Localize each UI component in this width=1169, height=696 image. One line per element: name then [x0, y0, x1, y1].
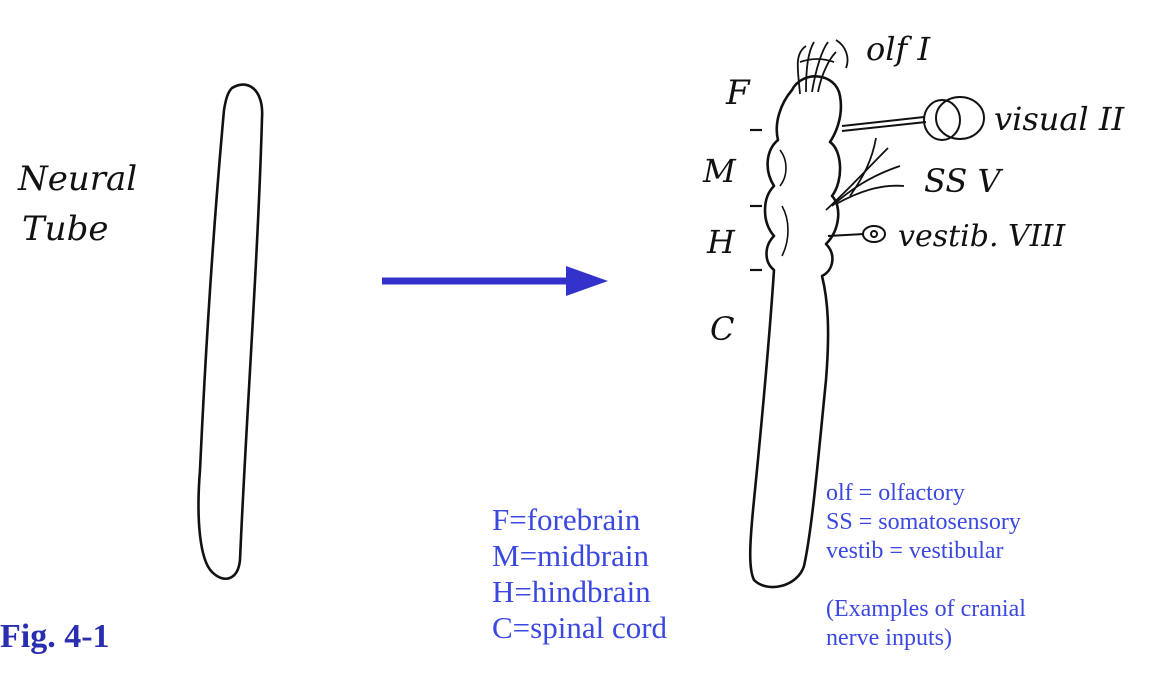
legend-olfactory: olf = olfactory: [826, 479, 1026, 508]
neural-tube-label-line1: Neural: [17, 159, 137, 199]
hindbrain-inner-curve: [782, 206, 788, 256]
vestibular-nerve-label: vestib. VIII: [898, 219, 1066, 254]
somatosensory-nerve-sketch: [826, 138, 904, 210]
olfactory-nerve-label: olf I: [866, 30, 932, 68]
region-legend: F=forebrain M=midbrain H=hindbrain C=spi…: [492, 502, 667, 646]
note-line2: nerve inputs): [826, 624, 1026, 653]
somatosensory-nerve-label: SS V: [924, 162, 1003, 200]
region-letter-m: M: [702, 152, 737, 190]
abbreviation-legend: olf = olfactory SS = somatosensory vesti…: [826, 479, 1026, 653]
legend-spinal-cord: C=spinal cord: [492, 610, 667, 646]
region-letter-c: C: [710, 310, 734, 348]
midbrain-inner-curve: [780, 150, 786, 186]
visual-nerve-sketch: [842, 97, 984, 140]
region-letter-f: F: [725, 73, 751, 113]
legend-midbrain: M=midbrain: [492, 538, 667, 574]
neural-tube-label-line2: Tube: [22, 209, 108, 249]
legend-somatosensory: SS = somatosensory: [826, 508, 1026, 537]
olfactory-nerve-sketch: [798, 40, 848, 94]
legend-spacer: [826, 566, 1026, 595]
transition-arrow: [382, 266, 608, 296]
note-line1: (Examples of cranial: [826, 595, 1026, 624]
region-letter-h: H: [706, 223, 736, 261]
visual-nerve-label: visual II: [994, 100, 1125, 138]
legend-forebrain: F=forebrain: [492, 502, 667, 538]
legend-hindbrain: H=hindbrain: [492, 574, 667, 610]
neural-tube-outline: [199, 85, 263, 579]
figure-label: Fig. 4-1: [0, 618, 110, 656]
legend-vestibular: vestib = vestibular: [826, 537, 1026, 566]
